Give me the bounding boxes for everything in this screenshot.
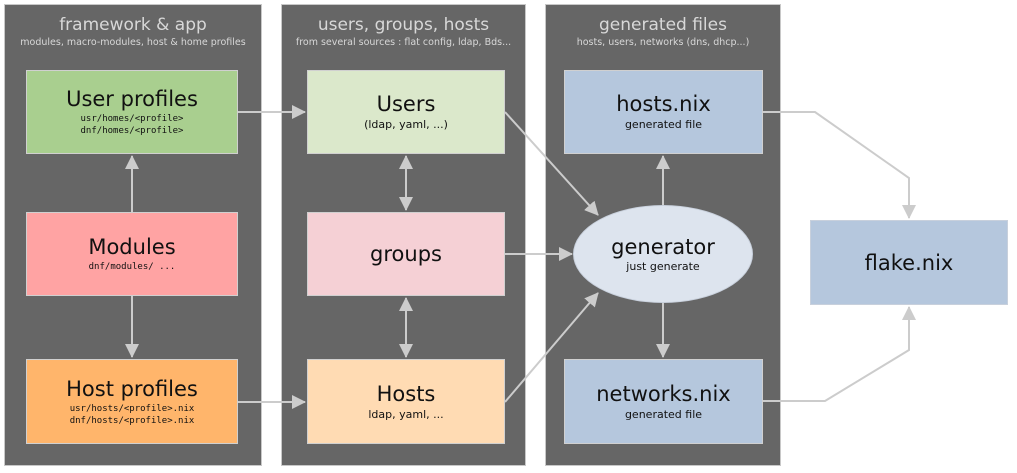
node-title: networks.nix [596, 381, 731, 406]
node-title: Modules [88, 235, 176, 259]
node-groups: groups [307, 212, 505, 296]
node-generator: generator just generate [573, 205, 753, 303]
node-path: usr/hosts/<profile>.nix [69, 403, 195, 414]
node-user-profiles: User profiles usr/homes/<profile> dnf/ho… [26, 70, 238, 154]
node-subtitle: generated file [624, 407, 703, 421]
node-path: usr/homes/<profile> [80, 114, 184, 124]
panel-subtitle: hosts, users, networks (dns, dhcp...) [576, 37, 750, 48]
node-title: flake.nix [864, 250, 954, 275]
node-subtitle: generated file [624, 118, 703, 131]
panel-title: users, groups, hosts [317, 15, 490, 35]
node-title: groups [370, 242, 442, 266]
node-hosts: Hosts ldap, yaml, ... [307, 359, 505, 444]
node-modules: Modules dnf/modules/ ... [26, 212, 238, 296]
node-title: generator [611, 234, 715, 259]
node-hosts-nix: hosts.nix generated file [564, 70, 763, 154]
panel-subtitle: from several sources : flat config, ldap… [295, 37, 512, 48]
node-flake-nix: flake.nix [810, 220, 1008, 305]
node-subtitle: just generate [626, 259, 700, 273]
node-subtitle: ldap, yaml, ... [368, 407, 444, 421]
panel-subtitle: modules, macro-modules, host & home prof… [20, 37, 246, 48]
arrow-networks-nix-to-flake [763, 306, 916, 402]
arrow-hosts-nix-to-flake [763, 111, 916, 219]
node-title: User profiles [66, 87, 198, 111]
node-title: hosts.nix [616, 92, 711, 116]
node-title: Users [376, 92, 436, 116]
node-title: Host profiles [66, 376, 198, 401]
node-path: dnf/homes/<profile> [80, 126, 184, 136]
node-networks-nix: networks.nix generated file [564, 359, 763, 444]
panel-title: generated files [599, 15, 727, 35]
panel-title: framework & app [59, 15, 207, 35]
node-title: Hosts [376, 381, 436, 406]
node-path: dnf/hosts/<profile>.nix [69, 415, 195, 426]
node-users: Users (ldap, yaml, ...) [307, 70, 505, 154]
node-path: dnf/modules/ ... [88, 262, 176, 272]
node-host-profiles: Host profiles usr/hosts/<profile>.nix dn… [26, 359, 238, 444]
node-subtitle: (ldap, yaml, ...) [364, 118, 448, 131]
